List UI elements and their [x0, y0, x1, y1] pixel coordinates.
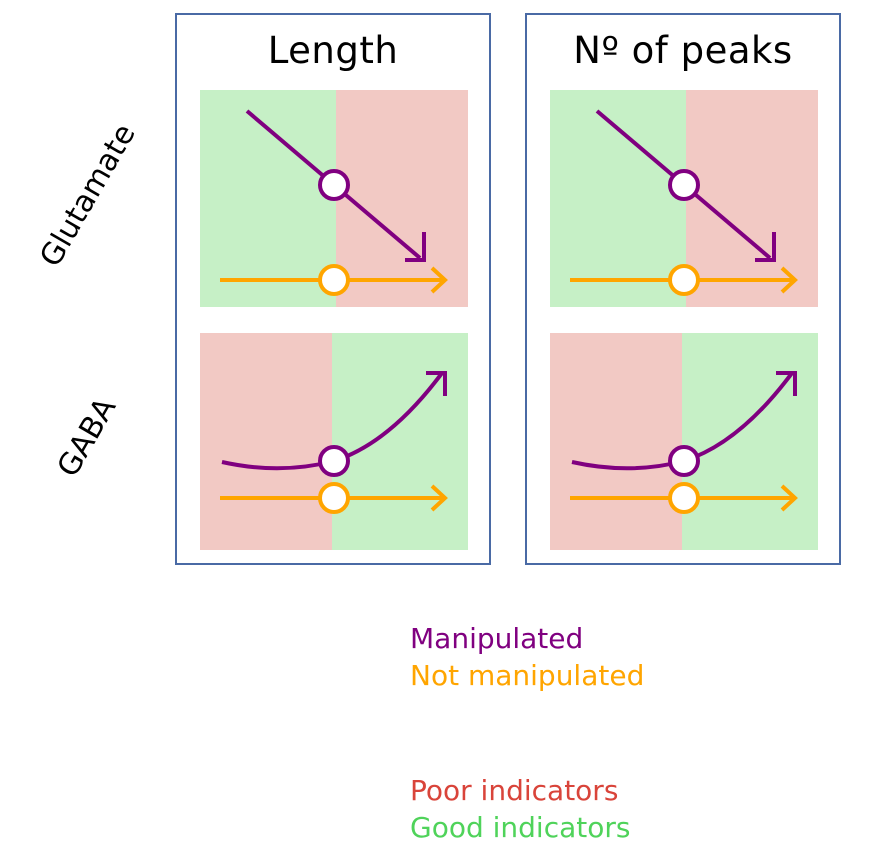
manipulated-arrowhead: [426, 371, 447, 396]
tile-graphic: [200, 90, 468, 307]
poor-indicator-zone: [200, 333, 332, 550]
manipulated-marker: [318, 169, 350, 201]
not-manipulated-marker: [668, 482, 700, 514]
tile-gaba-length: [200, 333, 468, 550]
poor-indicator-zone: [336, 90, 468, 307]
not-manipulated-marker: [668, 264, 700, 296]
tile-gaba-peaks: [550, 333, 818, 550]
manipulated-arrowhead: [405, 232, 426, 262]
not-manipulated-arrowhead: [780, 266, 798, 294]
tile-graphic: [550, 90, 818, 307]
tile-glutamate-peaks: [550, 90, 818, 307]
manipulated-arrowhead: [755, 232, 776, 262]
panel-title-length: Length: [267, 29, 399, 72]
manipulated-marker: [668, 169, 700, 201]
not-manipulated-marker: [318, 264, 350, 296]
not-manipulated-arrowhead: [780, 484, 798, 512]
tile-glutamate-length: [200, 90, 468, 307]
row-label-glutamate: Glutamate: [33, 118, 143, 273]
not-manipulated-arrowhead: [430, 266, 448, 294]
good-indicator-zone: [550, 90, 686, 307]
tile-graphic: [200, 333, 468, 550]
tile-graphic: [550, 333, 818, 550]
good-indicator-zone: [682, 333, 818, 550]
panel-title-number-of-peaks: Nº of peaks: [573, 29, 793, 72]
not-manipulated-arrowhead: [430, 484, 448, 512]
manipulated-marker: [318, 445, 350, 477]
not-manipulated-marker: [318, 482, 350, 514]
legend-not-manipulated: Not manipulated: [410, 659, 645, 692]
good-indicator-zone: [200, 90, 336, 307]
good-indicator-zone: [332, 333, 468, 550]
legend-manipulated: Manipulated: [410, 622, 584, 655]
legend-good-indicators: Good indicators: [410, 811, 631, 844]
poor-indicator-zone: [550, 333, 682, 550]
manipulated-marker: [668, 445, 700, 477]
manipulated-arrowhead: [776, 371, 797, 396]
row-label-gaba: GABA: [50, 391, 124, 484]
legend-poor-indicators: Poor indicators: [410, 774, 619, 807]
poor-indicator-zone: [686, 90, 818, 307]
